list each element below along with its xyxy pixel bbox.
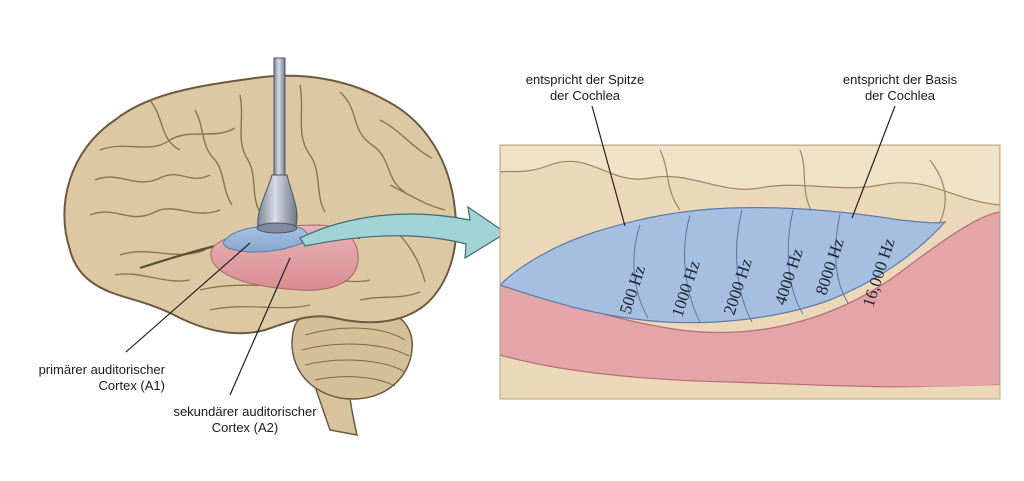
- brain: [63, 57, 458, 436]
- electrode-probe: [256, 57, 298, 234]
- base-label: entspricht der Basis der Cochlea: [820, 72, 980, 104]
- base-label-line1: entspricht der Basis: [842, 72, 958, 87]
- apex-label: entspricht der Spitze der Cochlea: [505, 72, 665, 104]
- pink-tissue: [500, 211, 1000, 388]
- apex-label-line2: der Cochlea: [549, 88, 621, 103]
- a1-label-line1: primärer auditorischer: [38, 362, 165, 377]
- apex-label-line1: entspricht der Spitze: [525, 72, 645, 87]
- a1-leader-line: [125, 242, 251, 353]
- a1-label-line2: Cortex (A1): [98, 378, 165, 393]
- a2-label-line2: Cortex (A2): [211, 420, 279, 435]
- base-leader-line: [851, 105, 896, 219]
- cerebrum: [63, 74, 458, 335]
- band-separators: [633, 209, 849, 323]
- cerebellum: [291, 303, 413, 400]
- a2-label: sekundärer auditorischer Cortex (A2): [150, 404, 340, 436]
- a2-leader-line: [229, 257, 291, 396]
- base-label-line2: der Cochlea: [864, 88, 936, 103]
- apex-leader-line: [591, 105, 626, 227]
- gyri-lines: [89, 84, 446, 301]
- cochleotopic-panel: [500, 145, 1000, 399]
- tonotopic-map: [500, 207, 947, 324]
- a1-label: primärer auditorischer Cortex (A1): [20, 362, 165, 394]
- a2-label-line1: sekundärer auditorischer: [173, 404, 317, 419]
